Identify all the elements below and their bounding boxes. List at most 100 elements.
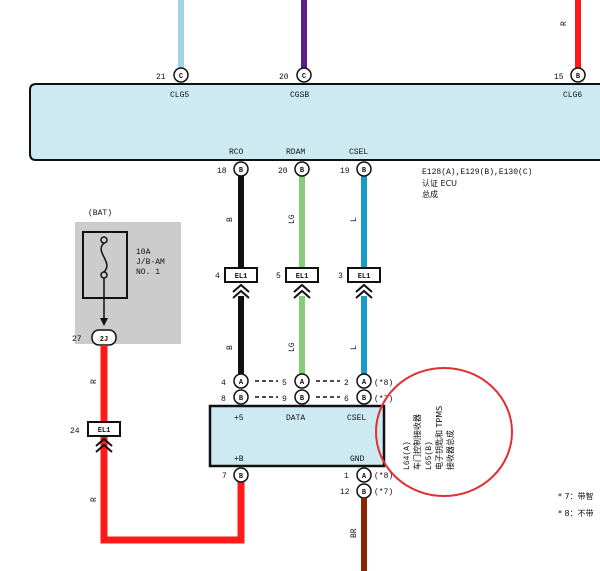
svg-text:8: 8 bbox=[221, 395, 226, 404]
receiver-pin-row-b: 8 B 9 B 6 B (*7) bbox=[221, 389, 393, 405]
svg-text:(*7): (*7) bbox=[374, 488, 393, 497]
svg-text:20: 20 bbox=[278, 167, 288, 176]
wire-color-bat-lower: R bbox=[90, 497, 99, 502]
pin-label-csel: CSEL bbox=[349, 148, 368, 157]
svg-text:A: A bbox=[239, 379, 244, 387]
ecu-body bbox=[29, 83, 600, 161]
svg-text:B: B bbox=[300, 395, 305, 403]
svg-text:B: B bbox=[362, 489, 367, 497]
wire-battery bbox=[100, 345, 245, 544]
receiver-name-l65: 电子钥匙和 TPMS bbox=[434, 406, 444, 470]
annotation-circle bbox=[375, 367, 513, 497]
svg-text:B: B bbox=[300, 167, 305, 175]
fuse-source: (BAT) bbox=[88, 209, 112, 218]
ecu-bottom-pin-20: 20 B bbox=[278, 161, 310, 177]
svg-text:EL1: EL1 bbox=[235, 273, 248, 281]
receiver-pin-row-a: 4 A 5 A 2 A (*8) bbox=[221, 373, 393, 389]
ecu-bottom-pin-19: 19 B bbox=[340, 161, 372, 177]
svg-text:(*8): (*8) bbox=[374, 472, 393, 481]
ecu-name-codes: E128(A),E129(B),E130(C) bbox=[422, 168, 532, 177]
receiver-pin-csel: CSEL bbox=[347, 414, 366, 423]
pin-label-cgsb: CGSB bbox=[290, 91, 309, 100]
svg-text:A: A bbox=[362, 473, 367, 481]
svg-text:24: 24 bbox=[70, 427, 80, 436]
footnote-8: * 8：不带 bbox=[558, 509, 594, 518]
wire-color-top-right: R bbox=[560, 21, 569, 26]
svg-text:27: 27 bbox=[72, 335, 82, 344]
svg-text:A: A bbox=[362, 379, 367, 387]
svg-text:7: 7 bbox=[222, 472, 227, 481]
wire-color-bat-upper: R bbox=[90, 379, 99, 384]
wire-color-rdam-lower: LG bbox=[288, 342, 297, 352]
receiver-pin-plus5: +5 bbox=[234, 414, 244, 423]
svg-text:A: A bbox=[300, 379, 305, 387]
svg-text:B: B bbox=[362, 167, 367, 175]
junction-el1-3: 3 EL1 bbox=[338, 267, 381, 299]
fuse-number: NO. 1 bbox=[136, 268, 160, 277]
receiver-pin-plusb: +B bbox=[234, 455, 244, 464]
ecu-name-line3: 总成 bbox=[422, 189, 438, 199]
svg-text:B: B bbox=[576, 73, 581, 81]
svg-text:2: 2 bbox=[344, 379, 349, 388]
pin-label-rco: RCO bbox=[229, 148, 244, 157]
svg-text:4: 4 bbox=[221, 379, 226, 388]
svg-text:15: 15 bbox=[554, 73, 564, 82]
footnote-7: * 7：带智 bbox=[558, 491, 594, 501]
svg-text:B: B bbox=[239, 473, 244, 481]
svg-text:(*7): (*7) bbox=[374, 395, 393, 404]
svg-text:5: 5 bbox=[276, 272, 281, 281]
fuse-rating: 10A bbox=[136, 248, 151, 257]
ecu-name-line2: 认证 ECU bbox=[422, 178, 457, 188]
fuse-icon bbox=[100, 242, 108, 273]
receiver-pin-gnd: GND bbox=[350, 455, 365, 464]
pin-label-rdam: RDAM bbox=[286, 148, 305, 157]
wire-color-rco-upper: B bbox=[226, 217, 235, 222]
receiver-plusb-pin-7: 7 B bbox=[222, 467, 249, 483]
junction-el1-24: 24 EL1 bbox=[70, 421, 121, 453]
svg-text:B: B bbox=[239, 395, 244, 403]
svg-text:EL1: EL1 bbox=[358, 273, 371, 281]
wire-color-rdam-upper: LG bbox=[288, 214, 297, 224]
receiver-name-l65-line2: 接收器总成 bbox=[445, 430, 455, 470]
receiver-code-l65: L65(B) bbox=[425, 441, 434, 470]
junction-el1-4: 4 EL1 bbox=[215, 267, 258, 299]
svg-text:EL1: EL1 bbox=[98, 427, 111, 435]
ecu-top-pin-21: 21 C CLG5 bbox=[156, 67, 189, 100]
wire-color-csel-lower: L bbox=[350, 345, 359, 350]
svg-text:20: 20 bbox=[279, 73, 289, 82]
ecu-top-pin-20: 20 C CGSB bbox=[279, 67, 312, 100]
receiver-name-l64: 车门控制接收器 bbox=[412, 414, 422, 470]
svg-text:2J: 2J bbox=[100, 336, 108, 344]
ecu-top-pin-15: 15 B CLG6 bbox=[554, 67, 586, 100]
svg-text:12: 12 bbox=[340, 488, 350, 497]
svg-text:18: 18 bbox=[217, 167, 227, 176]
svg-text:B: B bbox=[362, 395, 367, 403]
pin-label-clg6: CLG6 bbox=[563, 91, 582, 100]
svg-text:(*8): (*8) bbox=[374, 379, 393, 388]
wire-color-gnd: BR bbox=[350, 528, 359, 538]
wire-color-csel-upper: L bbox=[350, 217, 359, 222]
svg-text:C: C bbox=[302, 73, 306, 81]
fuse-name: J/B-AM bbox=[136, 258, 165, 267]
svg-text:C: C bbox=[179, 73, 183, 81]
svg-text:EL1: EL1 bbox=[296, 273, 309, 281]
receiver-body bbox=[208, 404, 386, 468]
receiver-code-l64: L64(A) bbox=[403, 441, 412, 470]
svg-text:5: 5 bbox=[282, 379, 287, 388]
svg-text:4: 4 bbox=[215, 272, 220, 281]
svg-text:21: 21 bbox=[156, 73, 166, 82]
receiver-gnd-pins: 1 A (*8) 12 B (*7) bbox=[340, 467, 393, 499]
svg-text:1: 1 bbox=[344, 472, 349, 481]
wire-color-rco-lower: B bbox=[226, 345, 235, 350]
receiver-pin-data: DATA bbox=[286, 414, 305, 423]
svg-text:B: B bbox=[239, 167, 244, 175]
pin-label-clg5: CLG5 bbox=[170, 91, 189, 100]
fuse-box bbox=[82, 231, 128, 299]
svg-text:6: 6 bbox=[344, 395, 349, 404]
ecu-bottom-pin-18: 18 B bbox=[217, 161, 249, 177]
svg-text:9: 9 bbox=[282, 395, 287, 404]
junction-el1-5: 5 EL1 bbox=[276, 267, 319, 299]
svg-text:19: 19 bbox=[340, 167, 350, 176]
svg-text:3: 3 bbox=[338, 272, 343, 281]
